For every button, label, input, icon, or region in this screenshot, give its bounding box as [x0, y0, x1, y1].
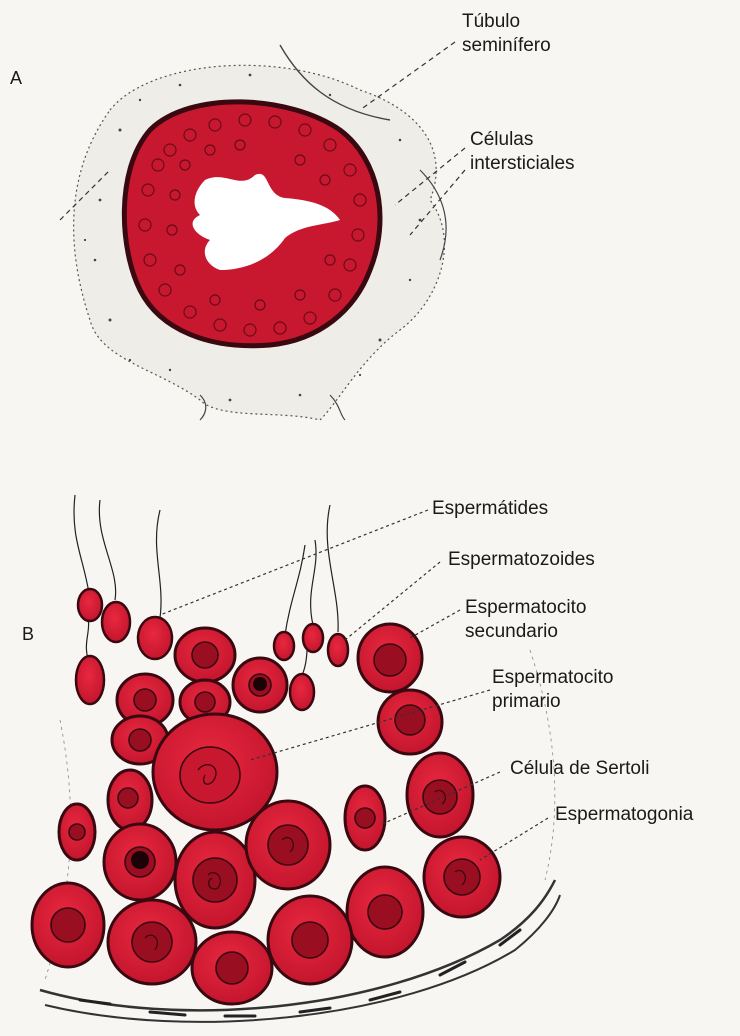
- label-primario-line2: primario: [492, 690, 561, 714]
- panel-a-letter: A: [10, 66, 22, 90]
- label-espermatozoides: Espermatozoides: [448, 548, 595, 572]
- label-celulas-line2: intersticiales: [470, 152, 575, 176]
- label-primario-line1: Espermatocito: [492, 666, 613, 690]
- label-tubulo-line2: seminífero: [462, 34, 551, 58]
- panel-b-drawing: [32, 495, 560, 1022]
- panel-b-letter: B: [22, 622, 34, 646]
- label-sertoli: Célula de Sertoli: [510, 757, 649, 781]
- label-espermatides: Espermátides: [432, 497, 548, 521]
- label-secundario-line2: secundario: [465, 620, 558, 644]
- label-celulas-line1: Células: [470, 128, 533, 152]
- panel-a-drawing: [74, 45, 446, 420]
- label-secundario-line1: Espermatocito: [465, 596, 586, 620]
- label-espermatogonia: Espermatogonia: [555, 803, 693, 827]
- label-tubulo-line1: Túbulo: [462, 10, 520, 34]
